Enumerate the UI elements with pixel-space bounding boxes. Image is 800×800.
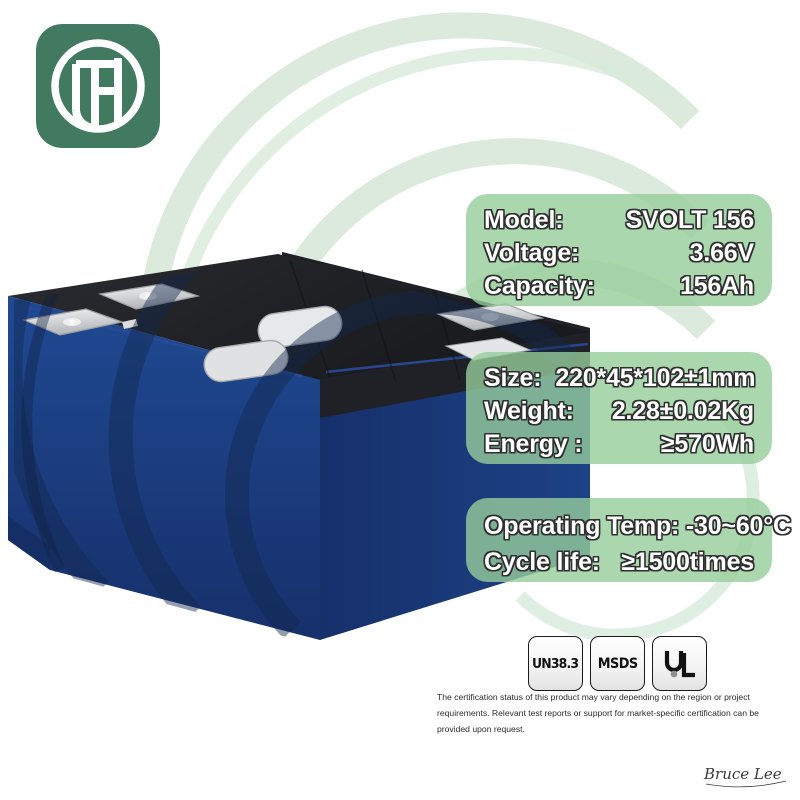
spec-label-model: Model: <box>484 206 564 234</box>
battery-cell-product-photo <box>8 252 590 640</box>
spec-value-size: 220*45*102±1mm <box>555 364 756 392</box>
brand-logo <box>36 24 160 148</box>
spec-row-operating-temp: Operating Temp: -30~60°C <box>484 508 791 544</box>
un383-badge: UN38.3 <box>528 636 583 691</box>
spec-panel-primary: Model: SVOLT 156 Voltage: 3.66V Capacity… <box>466 194 772 306</box>
spec-label-energy: Energy : <box>484 430 583 458</box>
msds-badge-label: MSDS <box>597 655 638 672</box>
signature-text: Bruce Lee <box>703 765 782 783</box>
spec-value-cycle-life: ≥1500times <box>621 548 754 576</box>
msds-badge: MSDS <box>590 636 645 691</box>
spec-label-size: Size: <box>484 364 542 392</box>
spec-value-energy: ≥570Wh <box>660 430 754 458</box>
spec-panel-physical: Size: 220*45*102±1mm Weight: 2.28±0.02Kg… <box>466 352 772 464</box>
spec-panel-performance: Operating Temp: -30~60°C Cycle life: ≥15… <box>466 498 791 582</box>
spec-label-voltage: Voltage: <box>484 239 580 267</box>
spec-row-cycle-life: Cycle life: ≥1500times <box>484 544 754 580</box>
certification-badge-group: UN38.3 MSDS <box>528 636 707 691</box>
spec-row-weight: Weight: 2.28±0.02Kg <box>484 395 754 428</box>
un383-badge-label: UN38.3 <box>532 655 579 672</box>
signature-watermark: Bruce Lee <box>703 765 787 788</box>
spec-label-capacity: Capacity: <box>484 272 595 300</box>
spec-row-voltage: Voltage: 3.66V <box>484 237 754 270</box>
spec-label-weight: Weight: <box>484 397 574 425</box>
spec-row-capacity: Capacity: 156Ah <box>484 270 754 303</box>
spec-row-size: Size: 220*45*102±1mm <box>484 362 756 395</box>
spec-value-weight: 2.28±0.02Kg <box>611 397 754 425</box>
spec-row-model: Model: SVOLT 156 <box>484 204 754 237</box>
spec-label-operating-temp: Operating Temp: -30~60°C <box>484 512 791 540</box>
certification-disclaimer: The certification status of this product… <box>437 692 759 734</box>
spec-value-model: SVOLT 156 <box>625 206 755 234</box>
spec-label-cycle-life: Cycle life: <box>484 548 600 576</box>
ul-mark-icon <box>664 650 695 677</box>
ul-badge <box>652 636 707 691</box>
spec-value-voltage: 3.66V <box>689 239 755 267</box>
spec-row-energy: Energy : ≥570Wh <box>484 428 754 461</box>
spec-value-capacity: 156Ah <box>679 272 754 300</box>
